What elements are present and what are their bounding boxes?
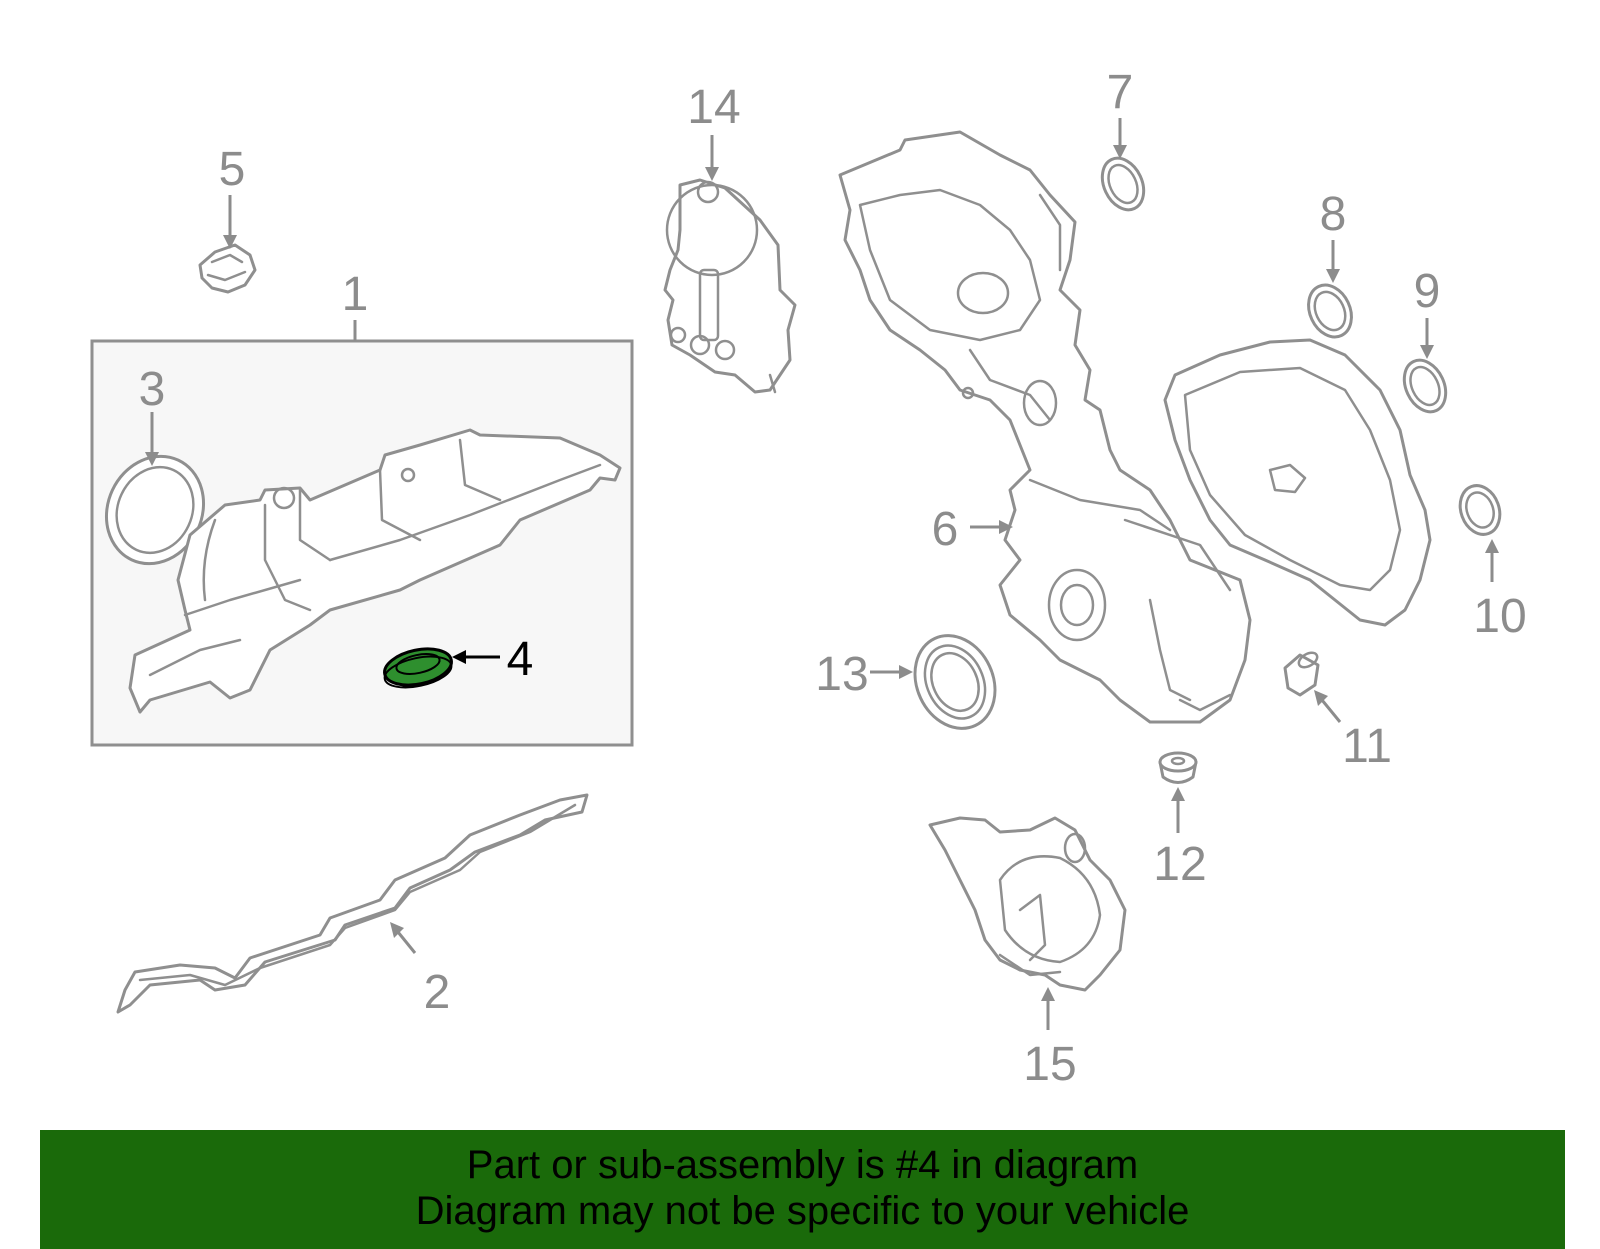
part-9-o-ring[interactable] bbox=[1396, 353, 1453, 418]
arrow-8 bbox=[1326, 269, 1340, 283]
callout-1: 1 bbox=[342, 268, 369, 321]
arrow-5 bbox=[223, 235, 237, 249]
leader-11 bbox=[1320, 699, 1342, 723]
leader-2 bbox=[396, 931, 417, 954]
arrow-15 bbox=[1041, 987, 1055, 1001]
banner-line-2: Diagram may not be specific to your vehi… bbox=[415, 1189, 1190, 1233]
arrow-12 bbox=[1171, 787, 1185, 801]
banner-line-1: Part or sub-assembly is #4 in diagram bbox=[466, 1143, 1139, 1187]
callout-12: 12 bbox=[1153, 838, 1206, 891]
part-6-right-cover[interactable] bbox=[1163, 338, 1432, 627]
part-7-o-ring[interactable] bbox=[1094, 151, 1151, 216]
callout-15: 15 bbox=[1023, 1038, 1076, 1091]
part-10-o-ring[interactable] bbox=[1454, 480, 1507, 540]
part-13-crank-seal[interactable] bbox=[900, 622, 1009, 741]
callout-3: 3 bbox=[139, 363, 166, 416]
callout-13: 13 bbox=[815, 648, 868, 701]
callout-6: 6 bbox=[932, 503, 959, 556]
arrow-11 bbox=[1314, 690, 1328, 706]
callout-2: 2 bbox=[424, 966, 451, 1019]
part-2-gasket[interactable] bbox=[116, 793, 589, 1014]
arrow-14 bbox=[705, 167, 719, 181]
part-6-timing-cover[interactable] bbox=[838, 130, 1252, 724]
part-12-grommet[interactable] bbox=[1158, 751, 1198, 784]
part-11-bushing[interactable] bbox=[1283, 650, 1320, 697]
callout-14: 14 bbox=[687, 81, 740, 134]
part-3-ring-seal[interactable] bbox=[89, 440, 221, 579]
arrow-10 bbox=[1485, 539, 1499, 553]
callout-9: 9 bbox=[1414, 265, 1441, 318]
part-1-valve-cover[interactable] bbox=[128, 428, 622, 714]
callout-11: 11 bbox=[1342, 720, 1392, 773]
part-8-o-ring[interactable] bbox=[1300, 278, 1359, 344]
callout-5: 5 bbox=[219, 143, 246, 196]
arrow-6 bbox=[999, 520, 1013, 534]
part-14-cover[interactable] bbox=[663, 178, 797, 394]
arrow-4 bbox=[452, 650, 466, 664]
part-4-seal-highlighted[interactable] bbox=[381, 643, 455, 692]
part-15-lower-cover[interactable] bbox=[928, 816, 1127, 992]
arrow-3 bbox=[145, 452, 159, 466]
callout-4: 4 bbox=[507, 633, 534, 686]
callout-7: 7 bbox=[1107, 66, 1134, 119]
part-5-oil-cap[interactable] bbox=[198, 243, 257, 294]
parts-diagram: 1 2 3 4 5 6 7 8 9 10 11 12 13 14 15 bbox=[89, 66, 1527, 1091]
arrow-2 bbox=[390, 922, 404, 938]
callout-8: 8 bbox=[1320, 188, 1347, 241]
callout-10: 10 bbox=[1473, 590, 1526, 643]
info-banner: Part or sub-assembly is #4 in diagram Di… bbox=[40, 1130, 1565, 1249]
arrow-13 bbox=[899, 665, 913, 679]
arrow-7 bbox=[1113, 145, 1127, 159]
arrow-9 bbox=[1420, 345, 1434, 359]
